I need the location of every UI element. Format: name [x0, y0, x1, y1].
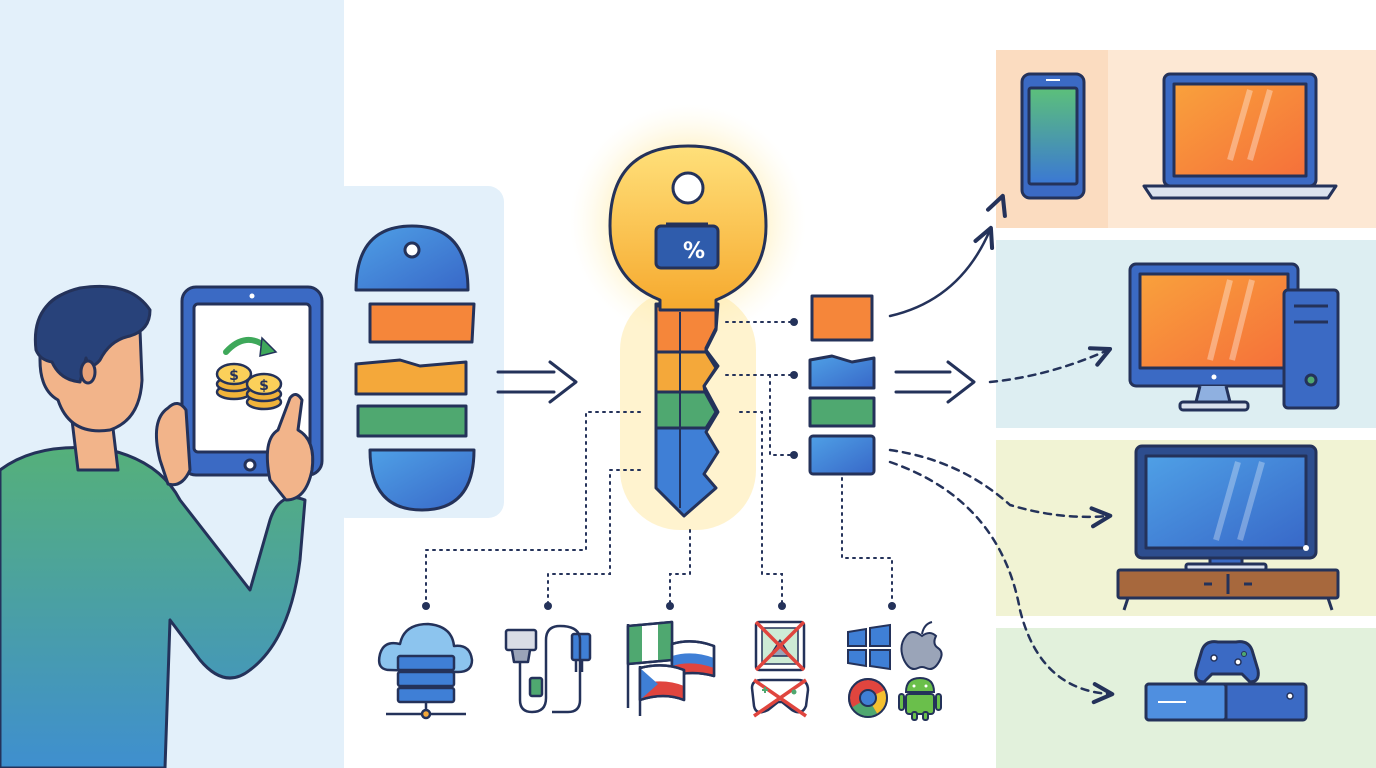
blocked-content-icon: [750, 620, 810, 718]
key-connectors: [725, 321, 793, 456]
laptop-icon: [1142, 72, 1338, 200]
flow-arrow-right: [894, 360, 976, 404]
desktop-computer-icon: [1128, 262, 1340, 412]
apple-logo-icon: [900, 621, 943, 670]
cloud-server-icon: [377, 622, 474, 720]
flow-to-tv: [888, 448, 1113, 529]
region-connectors: [425, 411, 893, 605]
tile-blue-bottom: [808, 434, 876, 476]
windows-logo-icon: [847, 623, 891, 671]
svg-text:$: $: [259, 378, 269, 394]
hands-icon: [154, 393, 315, 502]
android-logo-icon: [898, 676, 942, 721]
key-blade-orange: [654, 304, 718, 354]
coins-icon: $ $: [215, 336, 283, 411]
tile-blue: [808, 354, 876, 390]
tag-bottom: [368, 448, 476, 512]
key-blade-green: [654, 390, 718, 430]
key-discount-sticker: [654, 224, 720, 270]
license-key-icon: [608, 144, 768, 518]
flow-to-mobile: [888, 225, 995, 318]
tile-green: [808, 396, 876, 428]
tag-amber-band: [354, 358, 468, 396]
tag-green-band: [356, 404, 468, 438]
device-flow-lines: [888, 193, 1115, 705]
key-hole: [671, 171, 705, 205]
person-hair: [33, 284, 152, 384]
tag-hole: [403, 241, 421, 259]
connector-dots: [790, 318, 798, 459]
flow-to-console: [888, 460, 1115, 705]
price-tag-icon: [354, 224, 476, 512]
network-cable-icon: [504, 624, 592, 714]
smartphone-icon: [1020, 72, 1086, 200]
svg-text:$: $: [229, 368, 239, 384]
os-platforms-icon: [847, 621, 943, 721]
person-ear: [79, 359, 97, 385]
flow-arrow-left: [496, 360, 578, 404]
region-connector-dots: [422, 602, 896, 610]
tag-orange-band: [368, 302, 476, 344]
chrome-logo-icon: [848, 678, 888, 719]
person-icon: [0, 284, 307, 768]
television-icon: [1116, 444, 1340, 611]
region-flags-icon: [626, 620, 716, 716]
tile-orange: [810, 294, 874, 342]
key-segment-tiles: [808, 294, 876, 476]
flow-to-desktop: [988, 346, 1113, 384]
game-console-icon: [1144, 640, 1308, 722]
